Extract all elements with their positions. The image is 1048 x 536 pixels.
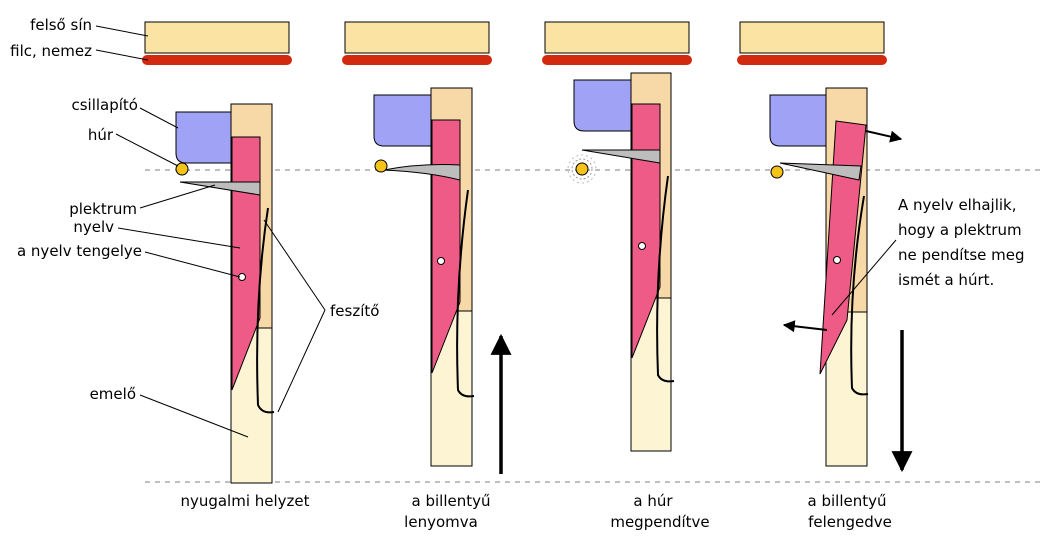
felt-strip	[142, 55, 292, 65]
tongue	[231, 136, 261, 391]
upper-rail	[344, 21, 490, 54]
string	[575, 162, 589, 176]
upper-rail	[739, 21, 885, 54]
spring	[456, 189, 475, 398]
plectrum	[581, 149, 661, 164]
label-felt: filc, nemez	[10, 42, 92, 60]
spring	[656, 175, 675, 383]
tongue-bottom-arrow	[782, 320, 828, 333]
label-tongue-axis: a nyelv tengelye	[17, 242, 142, 260]
plectrum	[779, 162, 862, 181]
spring	[256, 207, 275, 414]
string-vibration	[567, 154, 597, 184]
felt-strip	[737, 55, 887, 65]
caption-plucked-2: megpendítve	[610, 513, 709, 531]
caption-rest: nyugalmi helyzet	[180, 492, 309, 510]
caption-pressed-1: a billentyű	[412, 492, 491, 510]
label-tongue: nyelv	[73, 218, 114, 236]
tongue-axis-pin	[437, 257, 445, 265]
stage-plucked	[542, 21, 692, 452]
upper-rail	[144, 21, 290, 54]
string	[175, 162, 189, 176]
damper	[573, 79, 632, 132]
tongue	[431, 119, 461, 374]
string	[374, 159, 388, 173]
tongue-tilted	[819, 120, 867, 375]
plectrum	[179, 181, 261, 196]
stage-pressed	[342, 21, 512, 474]
note-line: ne pendítse meg	[898, 246, 1025, 264]
damper	[769, 94, 827, 147]
plectrum-bent	[383, 164, 461, 181]
label-string: húr	[88, 126, 114, 144]
tongue-axis-pin	[638, 242, 646, 250]
caption-plucked-1: a húr	[633, 492, 673, 510]
label-upper-rail: felső sín	[30, 16, 92, 34]
note-line: ismét a húrt.	[898, 271, 994, 289]
caption-pressed-2: lenyomva	[404, 513, 478, 531]
leader-lines	[95, 25, 897, 438]
label-spring: feszítő	[330, 302, 379, 320]
spring	[850, 195, 869, 396]
label-damper: csillapító	[71, 96, 138, 114]
label-jack: emelő	[90, 385, 136, 403]
upper-rail	[544, 21, 690, 54]
note-line: A nyelv elhajlik,	[898, 196, 1017, 214]
label-plectrum: plektrum	[69, 200, 137, 218]
stage-rest	[142, 21, 292, 484]
caption-released-2: felengedve	[808, 513, 892, 531]
caption-released-1: a billentyű	[808, 492, 887, 510]
damper	[373, 94, 432, 147]
note-line: hogy a plektrum	[898, 221, 1022, 239]
felt-strip	[542, 55, 692, 65]
tongue	[631, 103, 661, 359]
string	[770, 165, 784, 179]
stage-released	[737, 21, 913, 473]
felt-strip	[342, 55, 492, 65]
tongue-top-arrow	[865, 130, 903, 143]
tongue-axis-pin	[833, 256, 841, 264]
damper	[175, 111, 232, 164]
